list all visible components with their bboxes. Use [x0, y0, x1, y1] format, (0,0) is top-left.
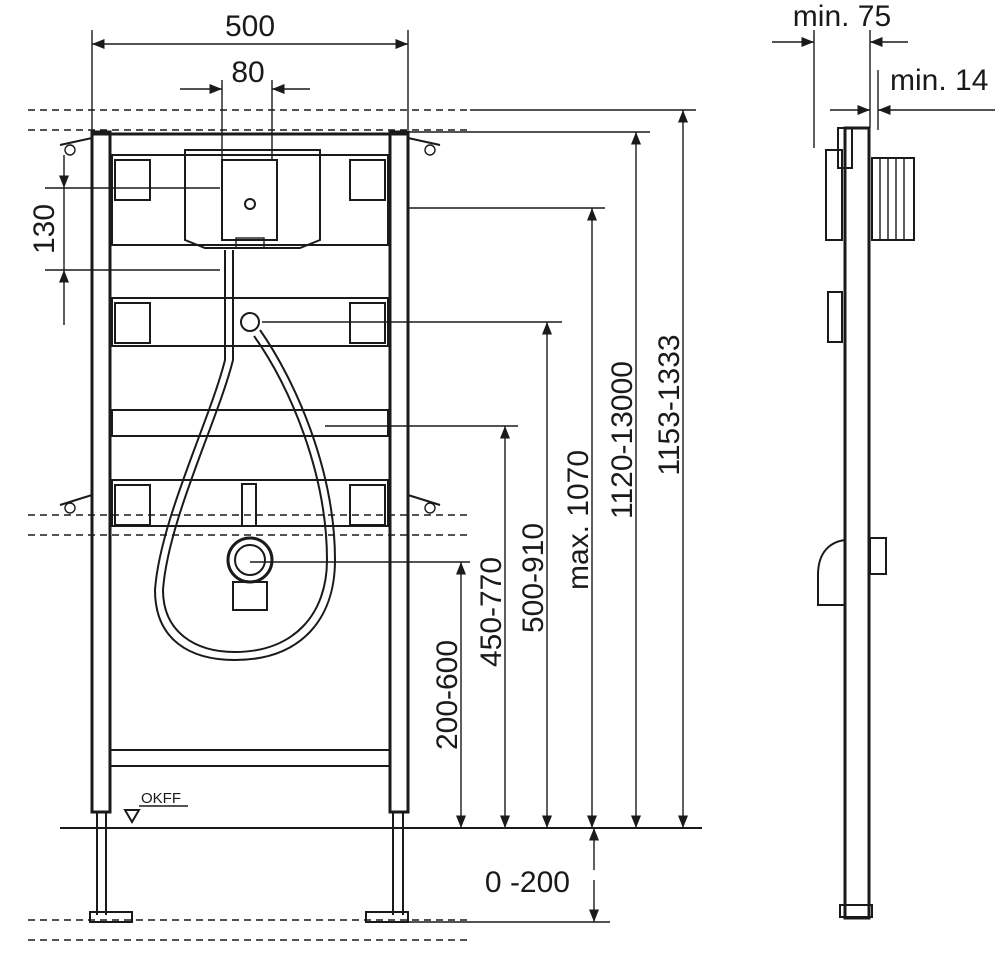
- height-label-7: 0 -200: [485, 866, 570, 899]
- height-label-6: 1153-1333: [653, 334, 686, 475]
- height-label-4: max. 1070: [562, 450, 595, 590]
- drain-outlet: [226, 536, 274, 611]
- height-label-1: 200-600: [431, 640, 464, 750]
- height-label-3: 500-910: [517, 523, 550, 633]
- side-view-frame: [825, 126, 873, 920]
- offset-label: min. 14: [890, 64, 988, 97]
- valve-width-label: 80: [231, 56, 264, 89]
- floor-band: [28, 919, 472, 941]
- floor-label: OKFF: [141, 790, 181, 807]
- bottom-rail: [109, 749, 391, 767]
- cross-rail: [111, 409, 389, 437]
- depth-dimension: min. 75: [772, 0, 908, 148]
- valve-height-label: 130: [28, 204, 61, 254]
- mounting-bracket-2: [111, 479, 389, 527]
- depth-label: min. 75: [793, 0, 891, 33]
- height-label-5: 1120-13000: [606, 361, 639, 519]
- flush-plate-icon: [871, 157, 915, 241]
- width-dimension: 500: [91, 10, 409, 130]
- wall-anchor-icon: [59, 137, 441, 514]
- height-dimension-200-600: 200-600: [250, 561, 470, 828]
- frame-right-post: [365, 130, 410, 923]
- supply-hose: [153, 250, 337, 662]
- valve-width-dimension: 80: [180, 56, 310, 160]
- ceiling-band: [28, 109, 472, 131]
- side-drain-elbow: [817, 537, 887, 606]
- floor-marker-icon: [123, 809, 141, 824]
- height-dimension-500-910: 500-910: [262, 321, 562, 828]
- height-dimension-1120-13000: 1120-13000: [408, 131, 650, 828]
- middle-band: [28, 514, 472, 536]
- height-dimension-1153-1333: 1153-1333: [470, 109, 696, 828]
- width-label: 500: [225, 10, 275, 43]
- offset-dimension: min. 14: [830, 64, 995, 130]
- frame-left-post: [89, 130, 133, 923]
- upper-mounting-bracket: [111, 154, 389, 246]
- height-dimension-0-200: 0 -200: [408, 828, 610, 923]
- valve-height-dimension: 130: [28, 155, 220, 325]
- height-dimension-max-1070: max. 1070: [408, 207, 605, 828]
- flush-valve-body: [184, 149, 321, 249]
- height-dimension-450-770: 450-770: [325, 425, 518, 828]
- height-label-2: 450-770: [475, 557, 508, 667]
